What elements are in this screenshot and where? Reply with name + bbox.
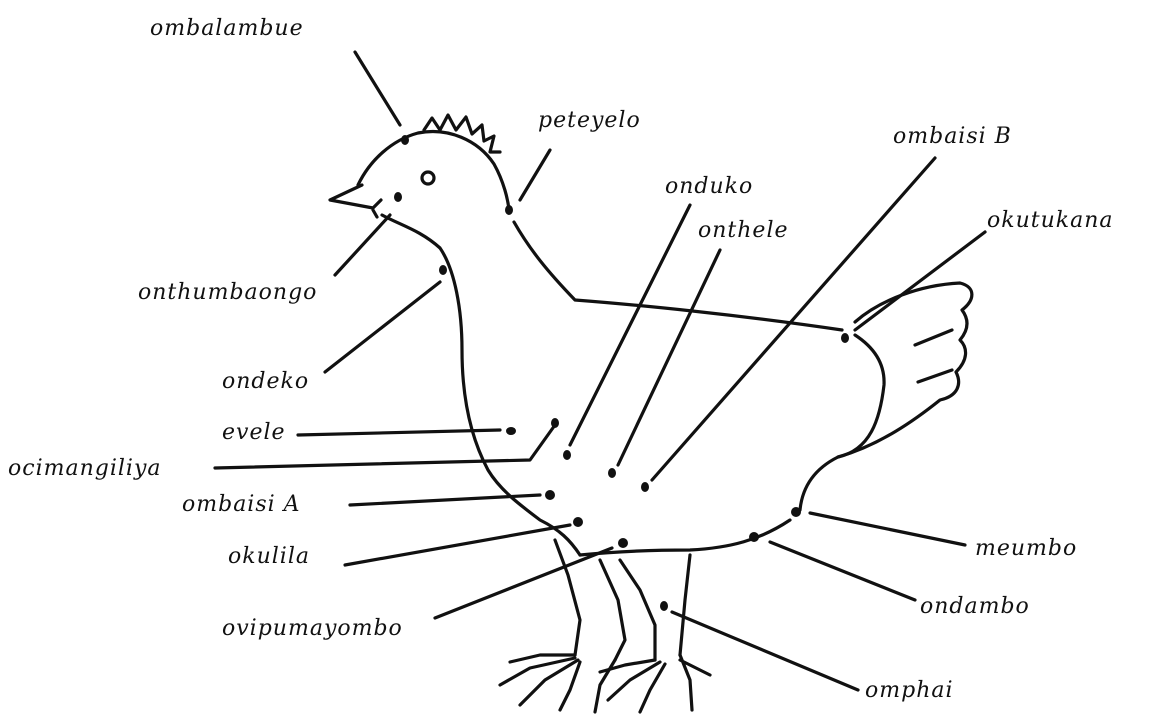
rump-outline (838, 335, 884, 457)
front-foot (500, 655, 615, 712)
leader-peteyelo (520, 150, 550, 200)
point-onthele (608, 468, 616, 478)
point-okutukana (841, 333, 849, 343)
point-ondeko (439, 265, 447, 275)
point-ocimangiliya (551, 418, 559, 428)
leader-onthumbaongo (335, 215, 390, 275)
beak-lower (373, 210, 377, 217)
label-onthumbaongo: onthumbaongo (138, 282, 317, 304)
leader-ondambo (770, 542, 915, 600)
comb (424, 115, 500, 152)
point-meumbo (791, 507, 801, 517)
leader-omphai (672, 612, 858, 690)
label-onduko: onduko (665, 176, 753, 198)
leader-lines (215, 52, 985, 690)
label-ombaisi-a: ombaisi A (182, 494, 301, 516)
back-outline (514, 222, 842, 330)
label-ondambo: ondambo (920, 596, 1030, 618)
leader-evele (298, 430, 500, 435)
label-omphai: omphai (865, 680, 954, 702)
leader-okulila (345, 525, 570, 565)
beak (330, 185, 381, 208)
label-ondeko: ondeko (222, 371, 309, 393)
label-ocimangiliya: ocimangiliya (8, 458, 162, 480)
label-ombaisi-b: ombaisi B (893, 126, 1012, 148)
point-ombaisi-a (545, 490, 555, 500)
back-leg (620, 555, 690, 660)
label-onthele: onthele (698, 220, 789, 242)
leader-ombaisi-a (350, 495, 540, 505)
tail-outline (800, 283, 972, 510)
head-outline (358, 132, 509, 210)
eye (422, 172, 434, 184)
point-onthumbaongo (394, 192, 402, 202)
tail-feather-lines (915, 330, 952, 382)
label-okutukana: okutukana (987, 210, 1114, 232)
leader-ovipumayombo (435, 548, 612, 618)
label-okulila: okulila (228, 546, 310, 568)
label-evele: evele (222, 422, 286, 444)
point-ombalambue (401, 135, 409, 145)
point-evele (506, 427, 516, 435)
leader-ondeko (325, 282, 440, 372)
label-meumbo: meumbo (975, 538, 1077, 560)
bird-outline (330, 115, 972, 712)
point-ovipumayombo (618, 538, 628, 548)
point-ondambo (749, 532, 759, 542)
leader-onduko (570, 205, 690, 445)
point-onduko (563, 450, 571, 460)
point-okulila (573, 517, 583, 527)
label-ovipumayombo: ovipumayombo (222, 618, 403, 640)
back-foot (600, 655, 710, 712)
breast-outline (382, 215, 580, 555)
leader-meumbo (810, 513, 965, 545)
point-omphai (660, 601, 668, 611)
point-peteyelo (505, 205, 513, 215)
leader-onthele (618, 250, 720, 465)
leader-ombalambue (355, 52, 400, 125)
label-ombalambue: ombalambue (150, 18, 304, 40)
point-ombaisi-b (641, 482, 649, 492)
label-peteyelo: peteyelo (538, 110, 641, 132)
